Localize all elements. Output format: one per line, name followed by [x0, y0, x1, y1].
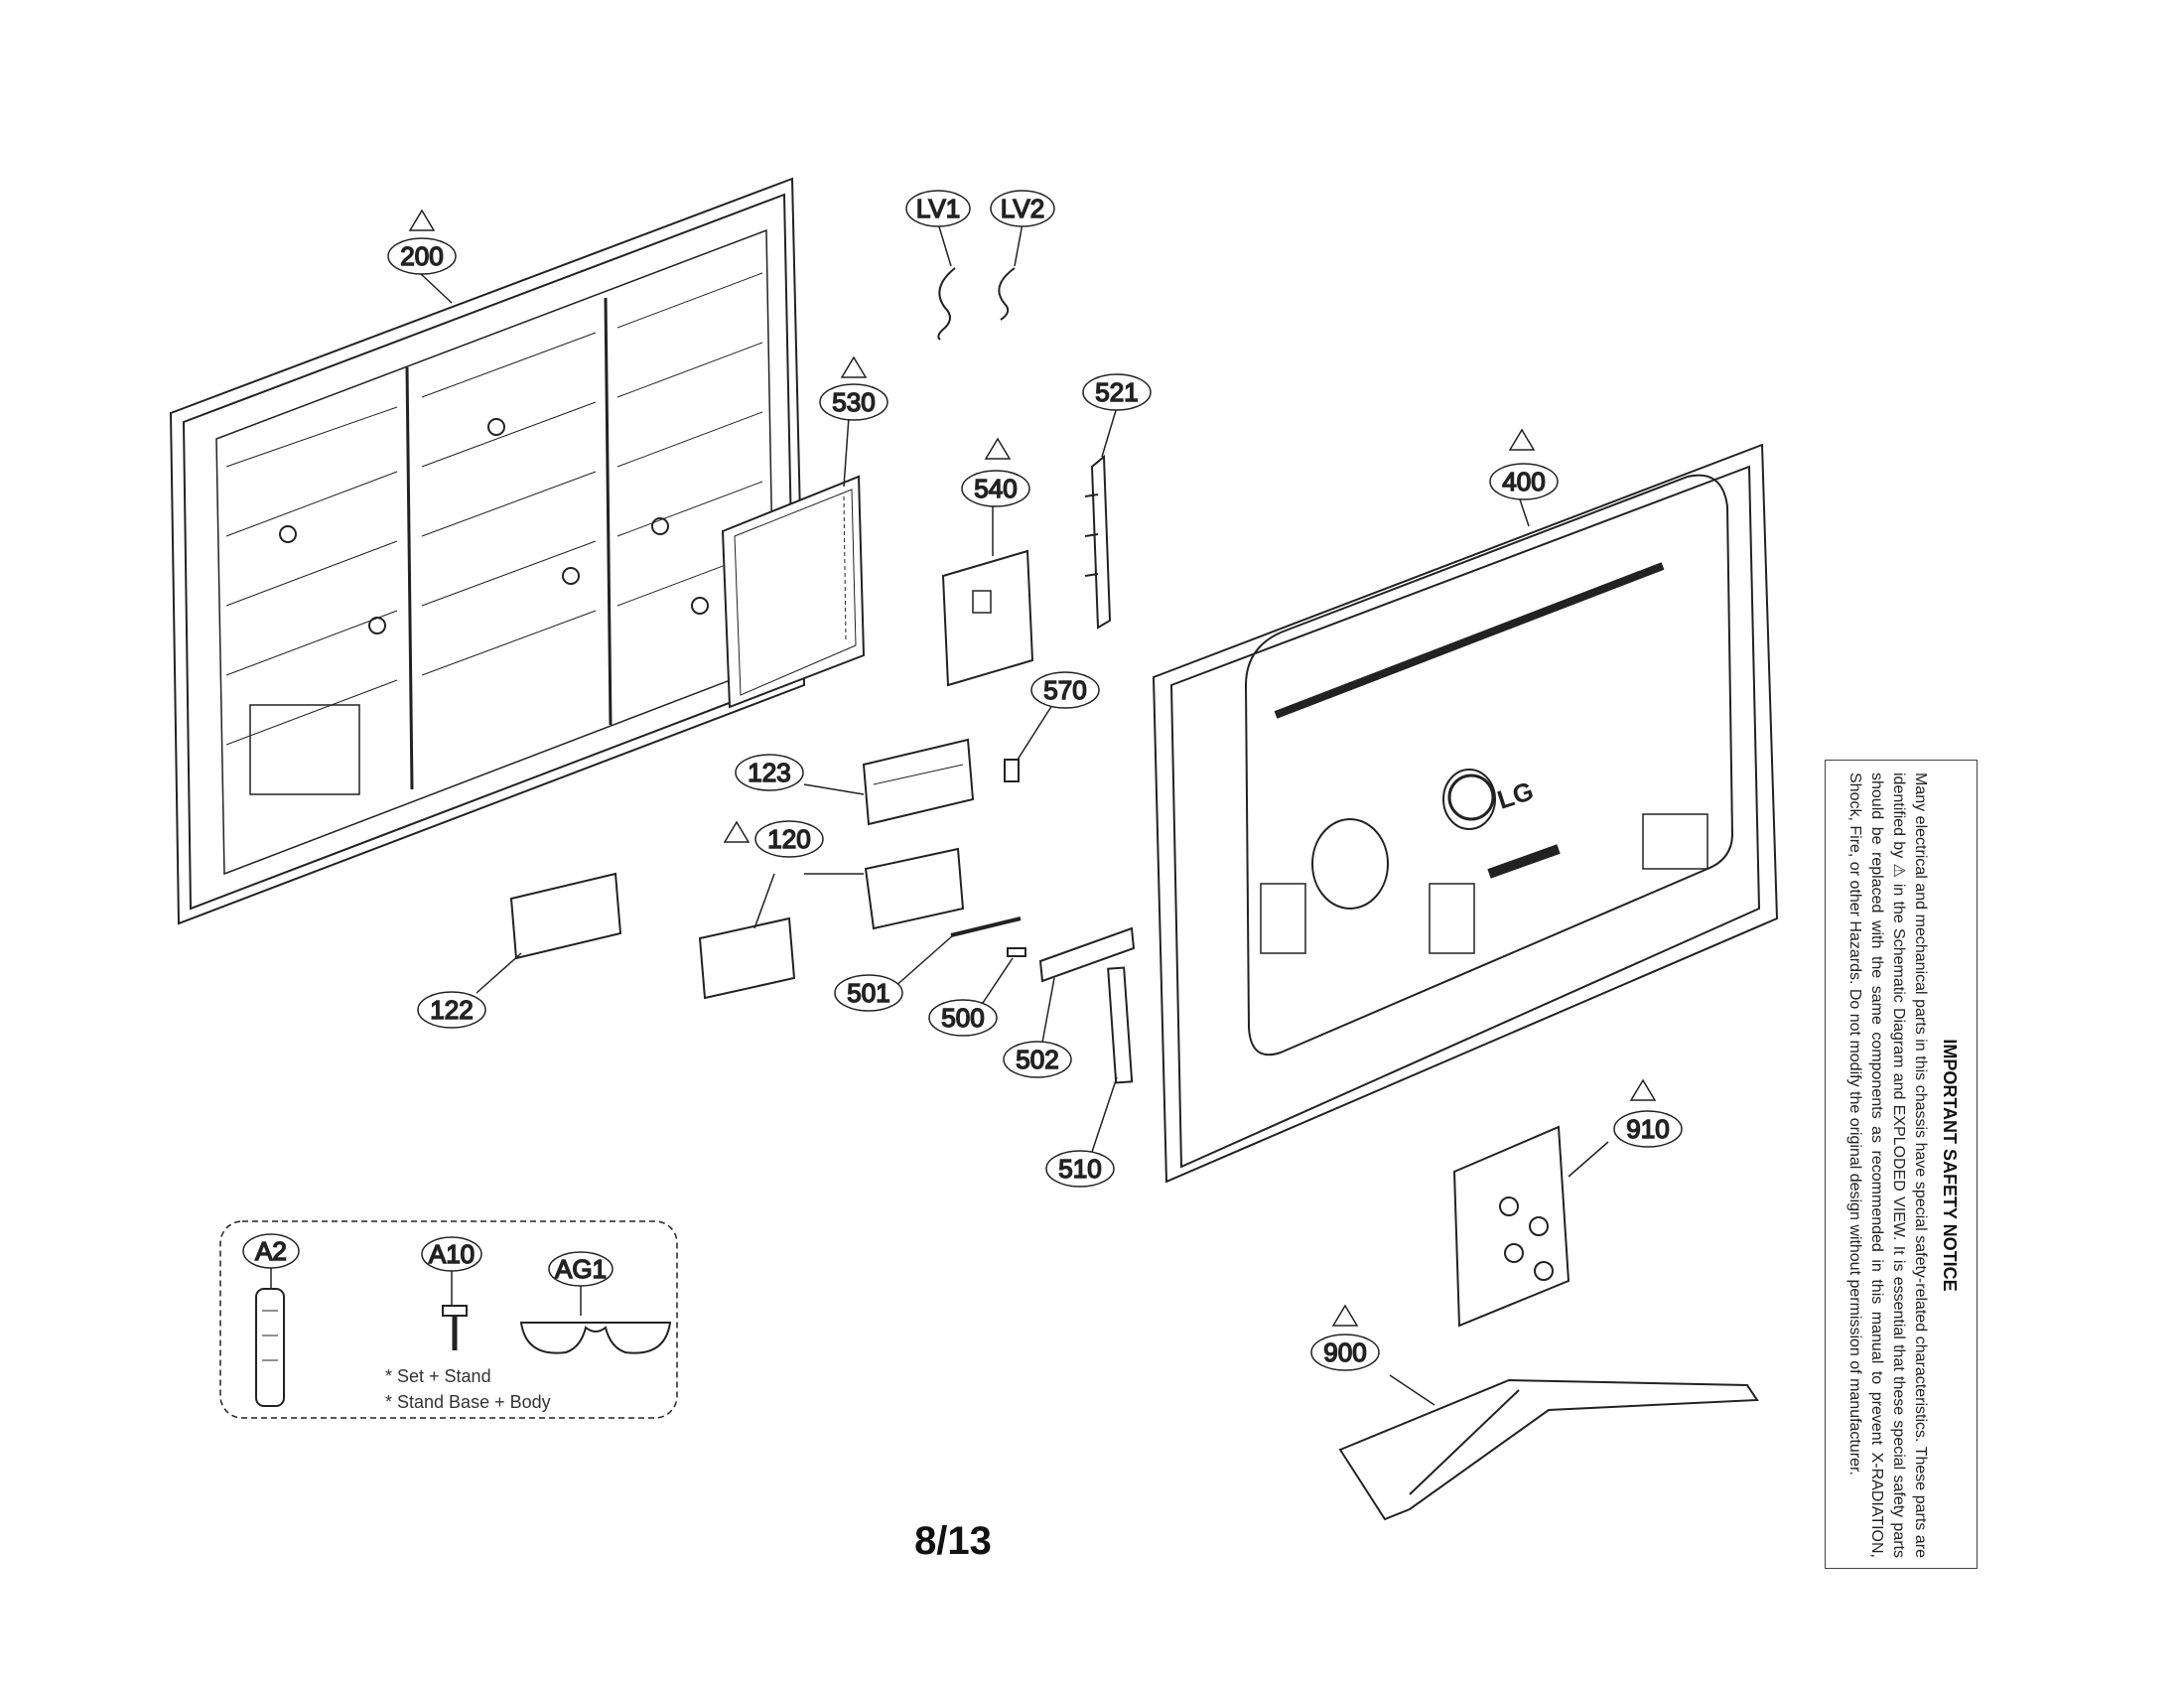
callout-540: 540 [961, 470, 1030, 507]
part-501 [950, 916, 1022, 937]
safety-notice-title: IMPORTANT SAFETY NOTICE [1940, 1039, 1960, 1292]
svg-text:502: 502 [1016, 1045, 1058, 1074]
part-lv-cables [937, 267, 1016, 341]
svg-text:200: 200 [400, 241, 443, 271]
part-521-bracket [1084, 454, 1112, 630]
warning-triangle-icons [408, 209, 1657, 1327]
remote-control-icon [255, 1288, 285, 1407]
part-910-stand-body [1452, 1125, 1570, 1328]
callout-900: 900 [1310, 1334, 1380, 1371]
svg-text:900: 900 [1323, 1337, 1366, 1367]
svg-text:LV1: LV1 [916, 194, 960, 223]
svg-text:540: 540 [974, 474, 1017, 503]
part-530-power-board [721, 475, 866, 709]
callout-400: 400 [1489, 463, 1559, 500]
safety-notice-body: Many electrical and mechanical parts in … [1846, 773, 1929, 1558]
callout-530: 530 [819, 383, 888, 421]
svg-text:400: 400 [1502, 467, 1545, 496]
svg-text:AG1: AG1 [555, 1254, 607, 1284]
3d-glasses-icon [519, 1322, 672, 1354]
part-540-sheet [941, 549, 1034, 687]
safety-notice-box: IMPORTANT SAFETY NOTICE Many electrical … [1825, 760, 1978, 1569]
callout-122: 122 [417, 991, 486, 1029]
callout-501: 501 [834, 974, 903, 1012]
part-500 [1007, 947, 1026, 957]
callout-910: 910 [1613, 1110, 1683, 1148]
callout-lv2: LV2 [990, 190, 1055, 227]
svg-text:501: 501 [847, 978, 889, 1008]
svg-text:A10: A10 [429, 1239, 475, 1269]
svg-text:510: 510 [1058, 1154, 1101, 1184]
callout-lv1: LV1 [905, 190, 971, 227]
svg-text:123: 123 [748, 758, 790, 787]
svg-text:500: 500 [941, 1003, 984, 1033]
part-570 [1004, 759, 1020, 782]
callout-500: 500 [928, 999, 998, 1037]
callout-521: 521 [1082, 373, 1152, 411]
accessory-note-set-stand: * Set + Stand [385, 1366, 491, 1386]
part-502 [1038, 926, 1136, 983]
svg-text:120: 120 [767, 824, 810, 854]
part-120-speakers [698, 847, 965, 1000]
part-900-stand-base [1338, 1378, 1759, 1521]
callout-123: 123 [735, 754, 804, 791]
part-122-bracket [509, 872, 622, 960]
callout-200: 200 [387, 237, 457, 275]
svg-text:910: 910 [1626, 1114, 1669, 1144]
page-number: 8/13 [914, 1519, 992, 1563]
callout-ag1: AG1 [548, 1251, 614, 1287]
callout-120: 120 [754, 820, 824, 858]
part-200-lcd-module [169, 177, 806, 925]
svg-text:521: 521 [1095, 377, 1138, 407]
leader-lines [270, 222, 1609, 1406]
screw-icon [442, 1305, 468, 1350]
callout-502: 502 [1003, 1041, 1072, 1078]
callout-570: 570 [1030, 671, 1100, 709]
part-510 [1107, 966, 1134, 1084]
svg-text:530: 530 [832, 387, 875, 417]
svg-text:122: 122 [430, 995, 473, 1025]
callout-a2: A2 [242, 1233, 300, 1269]
svg-text:LV2: LV2 [1001, 194, 1044, 223]
accessory-note-stand-base-body: * Stand Base + Body [385, 1392, 551, 1412]
svg-text:570: 570 [1043, 675, 1086, 705]
part-123-bracket [862, 738, 975, 826]
safety-notice-content: IMPORTANT SAFETY NOTICE Many electrical … [1813, 761, 1966, 1570]
svg-text:A2: A2 [255, 1236, 287, 1266]
callout-a10: A10 [421, 1236, 482, 1272]
part-400-back-cover [1152, 443, 1779, 1184]
callout-510: 510 [1045, 1150, 1115, 1188]
